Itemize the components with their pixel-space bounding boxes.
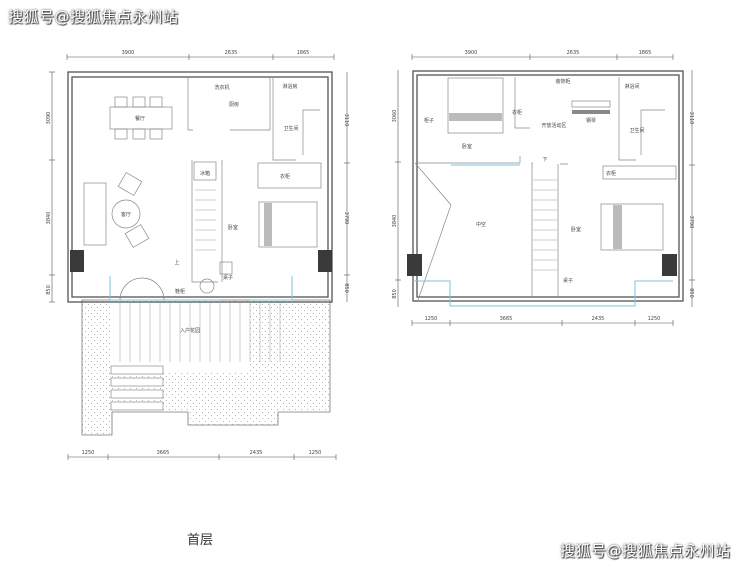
wardrobe xyxy=(257,162,322,189)
label-dining: 餐厅 xyxy=(135,115,145,122)
coffee-table xyxy=(111,199,141,229)
dim-left-3: 850 xyxy=(392,289,398,299)
sofa xyxy=(83,182,107,246)
ground-floor-plan: 3900 2635 1865 3090 3840 850 3110 3790 8… xyxy=(46,50,350,548)
dim-left-2: 3840 xyxy=(392,215,398,228)
column xyxy=(70,250,84,272)
piano xyxy=(571,100,611,108)
label-table: 桌子 xyxy=(223,274,233,281)
bed xyxy=(258,201,318,248)
dim-right-3: 850 xyxy=(343,283,349,293)
dim-bottom-2: 3665 xyxy=(500,316,513,322)
label-piano: 钢琴 xyxy=(586,117,596,124)
dim-bottom-3: 2435 xyxy=(250,450,263,456)
wardrobe xyxy=(602,165,677,180)
label-wardrobe: 衣柜 xyxy=(280,173,290,180)
label-shower: 淋浴房 xyxy=(282,83,297,90)
watermark-top: 搜狐号@搜狐焦点永州站 xyxy=(8,8,179,26)
dim-top-1: 3900 xyxy=(122,50,135,56)
dim-bottom-3: 2435 xyxy=(592,316,605,322)
watermark-bottom: 搜狐号@搜狐焦点永州站 xyxy=(560,542,731,560)
dim-right-3: 850 xyxy=(688,288,694,298)
column xyxy=(407,254,422,276)
column xyxy=(662,254,677,276)
dim-top-2: 2635 xyxy=(225,50,238,56)
upper-floor-plan: 3900 2635 1865 3060 3840 850 3110 3790 8… xyxy=(392,50,695,326)
garden-deck xyxy=(110,303,248,373)
dim-bottom-1: 1250 xyxy=(82,450,95,456)
dim-left-1: 3090 xyxy=(46,112,52,125)
label-stairs-down: 下 xyxy=(542,157,547,163)
label-wardrobe-1: 衣柜 xyxy=(512,109,522,116)
dim-bottom-4: 1250 xyxy=(309,450,322,456)
label-shower: 淋浴间 xyxy=(624,83,639,90)
dim-bottom-1: 1250 xyxy=(425,316,438,322)
dim-top-3: 1865 xyxy=(297,50,310,56)
dim-bottom-4: 1250 xyxy=(648,316,661,322)
label-void: 中空 xyxy=(476,221,486,228)
dim-left-1: 3060 xyxy=(392,110,398,123)
dim-top-1: 3900 xyxy=(465,50,478,56)
label-shoe-cabinet: 鞋柜 xyxy=(175,288,185,295)
dim-right-2: 3790 xyxy=(688,216,694,229)
dim-top-2: 2635 xyxy=(567,50,580,56)
label-entry-garden: 入户花园 xyxy=(180,327,200,334)
label-stairs-up: 上 xyxy=(174,259,179,266)
column xyxy=(318,250,332,272)
bed xyxy=(447,77,504,134)
dimension-lines xyxy=(395,54,695,326)
outer-wall xyxy=(67,71,333,303)
label-washer: 洗衣机 xyxy=(214,84,229,91)
label-deco-cabinet: 装饰柜 xyxy=(555,78,570,85)
dimension-lines xyxy=(49,54,350,460)
label-bedroom: 卧室 xyxy=(228,224,238,231)
label-bedroom-2: 卧室 xyxy=(571,226,581,233)
label-wardrobe-2: 衣柜 xyxy=(606,170,616,177)
label-cabinet: 柜子 xyxy=(424,117,434,124)
dim-left-3: 850 xyxy=(46,285,52,295)
label-table: 桌子 xyxy=(563,277,573,284)
label-bathroom: 卫生间 xyxy=(283,125,298,132)
dim-right-1: 3110 xyxy=(343,114,349,127)
label-living: 客厅 xyxy=(121,211,131,218)
fridge xyxy=(193,161,217,181)
dim-left-2: 3840 xyxy=(46,212,52,225)
dim-right-1: 3110 xyxy=(688,112,694,125)
dim-right-2: 3790 xyxy=(343,212,349,225)
garden-steps xyxy=(110,365,164,411)
label-bathroom: 卫生间 xyxy=(629,127,644,134)
outer-wall xyxy=(412,70,684,302)
dim-top-3: 1865 xyxy=(639,50,652,56)
label-fridge: 冰箱 xyxy=(200,170,210,177)
dim-bottom-2: 3665 xyxy=(157,450,170,456)
bed xyxy=(600,203,664,251)
label-open-area: 开放活动区 xyxy=(541,122,566,129)
floor-title: 首层 xyxy=(187,533,213,548)
label-kitchen: 厨房 xyxy=(229,101,239,108)
label-bedroom-1: 卧室 xyxy=(462,143,472,150)
